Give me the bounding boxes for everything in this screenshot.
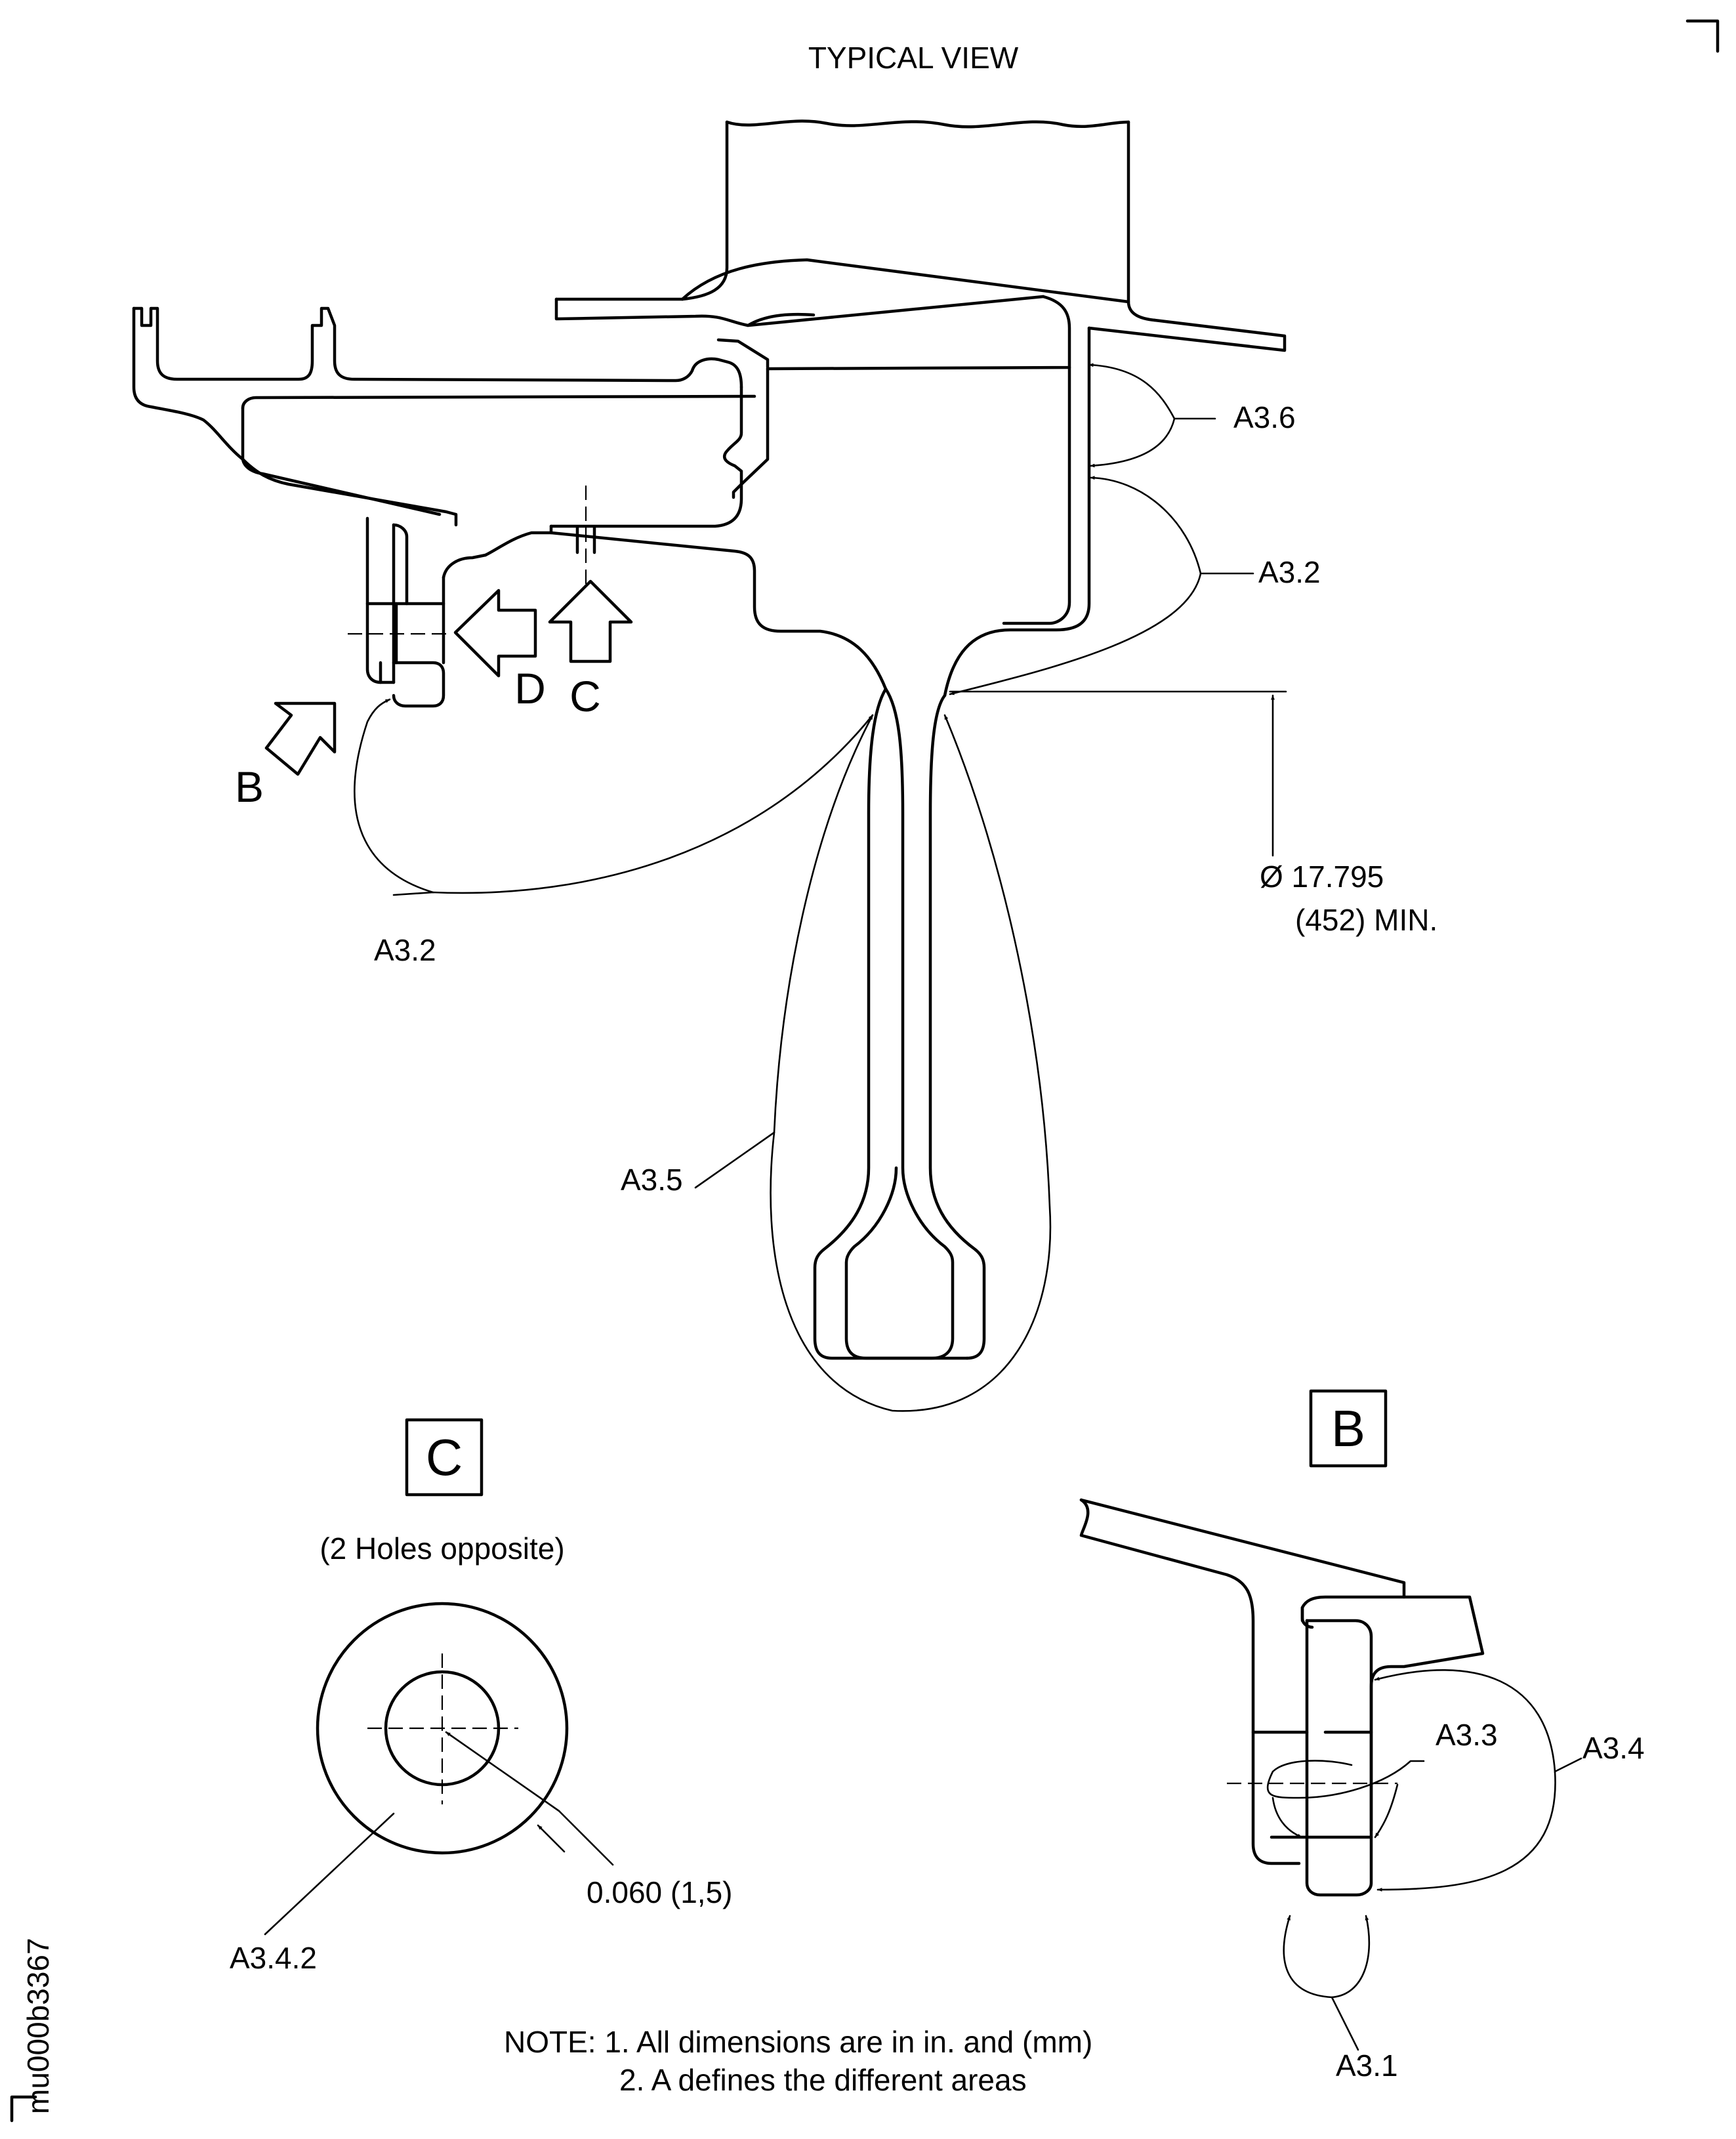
detail-c: [264, 1418, 614, 1936]
detail-c-outer-circle: [316, 1602, 569, 1855]
area-leaders: [354, 363, 1254, 1412]
note-line2: 2. A defines the different areas: [619, 2063, 1027, 2097]
detail-b-frame: [1309, 1389, 1388, 1468]
area-label-a34: A3.4: [1582, 1731, 1645, 1765]
dimension-line1: Ø 17.795: [1260, 860, 1384, 894]
detail-c-subtitle: (2 Holes opposite): [320, 1531, 564, 1566]
diameter-dimension: [949, 690, 1287, 857]
detail-b: [1079, 1389, 1582, 2051]
detail-c-dimension: 0.060 (1,5): [587, 1875, 732, 1909]
area-label-a32-left: A3.2: [374, 933, 436, 967]
area-label-a36: A3.6: [1233, 400, 1296, 434]
view-arrow-b-icon: [264, 701, 337, 776]
dimension-line2: (452) MIN.: [1295, 903, 1437, 937]
view-arrow-d-icon: [453, 589, 537, 678]
area-label-a31: A3.1: [1336, 2048, 1398, 2083]
view-marker-b: B: [235, 762, 264, 811]
detail-b-label: B: [1331, 1400, 1365, 1457]
detail-c-frame: [405, 1418, 484, 1497]
view-arrow-c-icon: [548, 579, 633, 663]
detail-c-label: C: [426, 1428, 463, 1486]
area-label-a35: A3.5: [621, 1163, 683, 1197]
area-label-a32-right: A3.2: [1258, 555, 1321, 589]
view-title: TYPICAL VIEW: [808, 41, 1019, 75]
view-marker-c: C: [569, 672, 601, 720]
area-label-a33: A3.3: [1436, 1718, 1498, 1752]
corner-mark: [1685, 19, 1720, 53]
figure-id: mu000b3367: [21, 1938, 55, 2114]
view-marker-d: D: [514, 664, 546, 713]
note-line1: NOTE: 1. All dimensions are in in. and (…: [504, 2025, 1092, 2059]
figure-id-mark: [10, 2095, 37, 2123]
typical-view-part: [132, 119, 1287, 1360]
area-label-a342: A3.4.2: [230, 1941, 317, 1975]
